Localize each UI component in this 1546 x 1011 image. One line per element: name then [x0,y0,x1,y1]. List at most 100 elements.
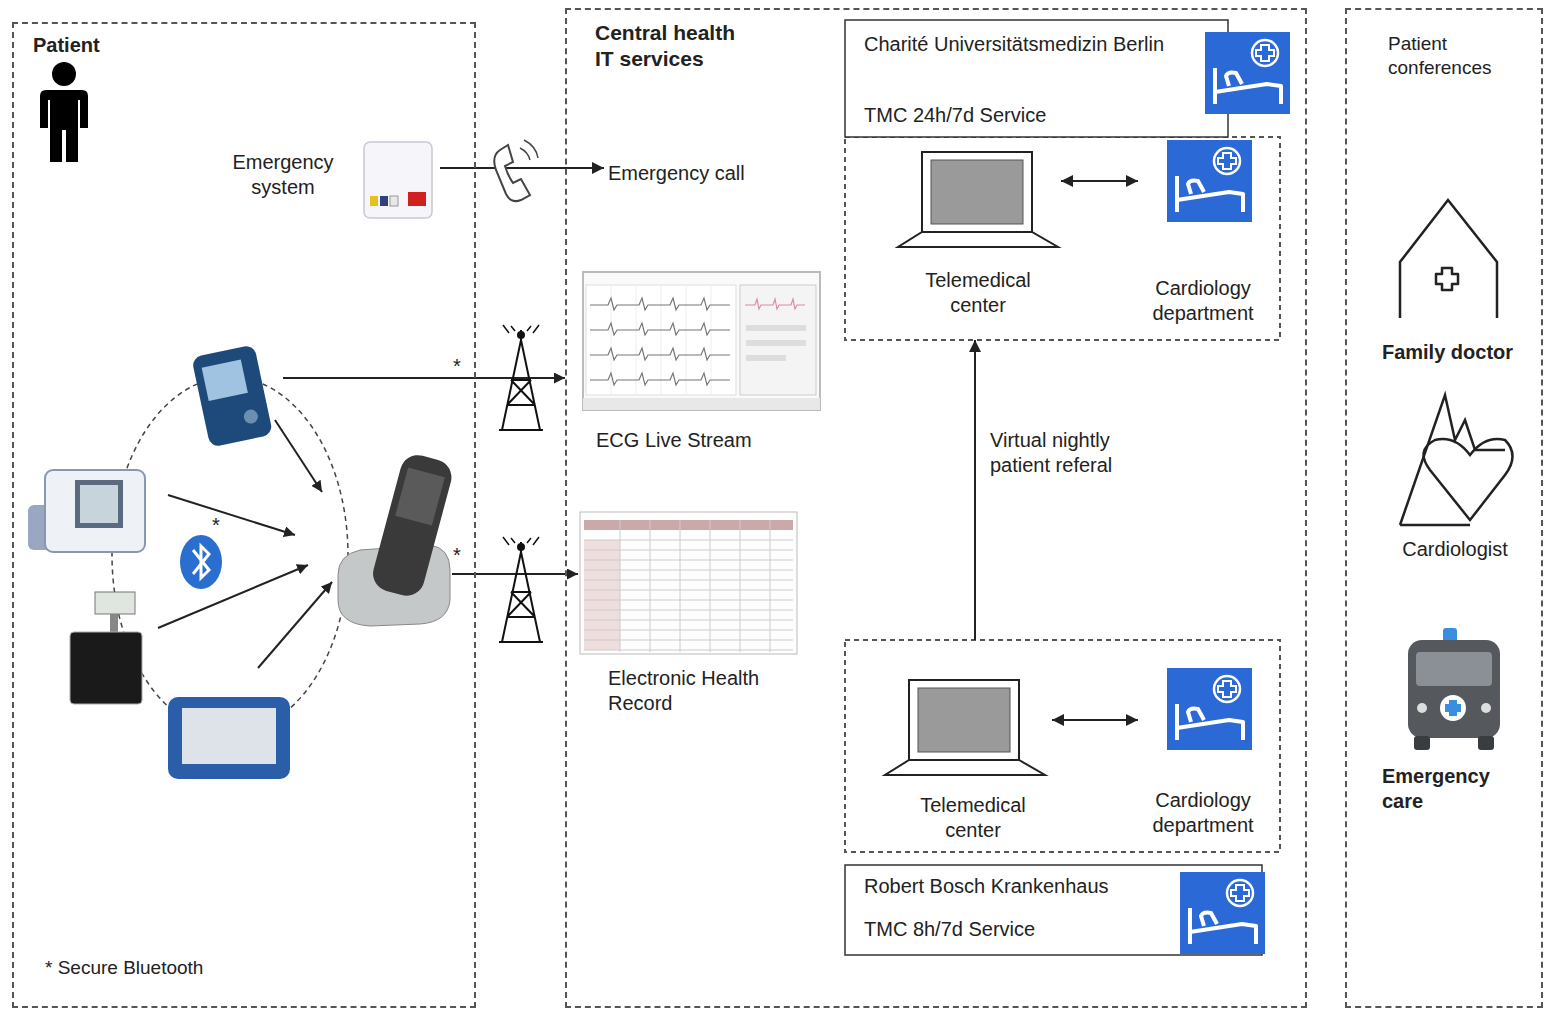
device-arrows-part [452,573,578,575]
connector-arrow [974,340,976,640]
section-panel: Family doctorCardiologistEmergency careP… [1345,8,1543,1008]
device-arrows-part [168,495,295,535]
radio-tower [499,537,543,642]
cardiology-node: Cardiology department [1138,138,1268,336]
weighing-scale-part [70,632,142,704]
node-heading: Electronic Health Record [608,666,798,716]
cardiology-node: Cardiology department [1138,664,1268,848]
node-heading: Family doctor [1365,340,1530,365]
weighing-scale-part [95,592,135,614]
house-icon-part [1400,200,1497,318]
ambulance-icon-part [1417,703,1427,713]
hospital-frame-part [1180,872,1265,954]
ecg-screen [583,272,820,410]
ecg-screen-part [745,299,805,309]
emergency-device [364,142,432,218]
node-heading: Telemedical center [913,268,1043,318]
ambulance-icon-part [1408,640,1500,738]
ambulance-icon-part [1481,703,1491,713]
node-heading: Emergency care [1382,764,1522,814]
service-node: Electronic Health Record [578,508,803,726]
patient-figure-part [40,90,88,162]
ecg-screen-part [583,398,820,410]
cardiologist-icon [1400,395,1513,525]
node-subtext: * Secure Bluetooth [45,956,275,980]
node-subtext: TMC 24h/7d Service [864,103,1164,128]
weighing-scale [70,592,142,704]
phone-symbol-part [494,145,530,201]
hospital-frame [845,640,1280,955]
ecg-recorder-part [202,359,248,401]
node-heading: Cardiology department [1141,788,1265,838]
blood-pressure-monitor [28,470,145,552]
telemedical-node: Telemedical center [880,676,1052,848]
patient-figure [40,62,88,162]
actor-node: Cardiologist [1380,392,1533,570]
ambulance-icon-part [1443,628,1457,642]
hospital-frame-part [1205,32,1290,114]
radio-tower [499,325,543,430]
ecg-recorder-part [191,344,273,447]
emergency-device-part [390,196,398,206]
emergency-device-part [408,192,426,206]
footnote-mark: * [453,545,461,565]
hospital-frame-part [1167,668,1252,750]
device-arrows-part [258,582,332,668]
hospital-group: Telemedical centerCardiology departmentR… [845,640,1282,956]
cardiologist-icon-part [1400,395,1505,525]
health-record-table-part [584,520,793,530]
ecg-screen-part-part [590,298,730,310]
health-record-table [580,512,797,654]
ecg-screen-part [746,355,786,361]
phone-cradle-part-part [395,467,445,525]
ecg-screen-part [611,285,711,395]
hospital-group: Telemedical centerCardiology departmentC… [845,20,1292,340]
house-icon [1400,200,1497,318]
ecg-recorder-part [243,408,260,425]
patient-figure-part [52,62,76,86]
ambulance-icon-part [1416,652,1492,686]
bluetooth-symbol-part [180,535,222,589]
ecg-screen-part-part [590,323,730,335]
node-heading: Cardiology department [1141,276,1265,326]
connector-arrow [1052,719,1138,721]
ecg-screen-part [740,285,816,395]
tablet-device-part [168,697,290,779]
node-heading: Telemedical center [903,793,1043,843]
weighing-scale-part [110,614,118,632]
device-arrows-part [158,565,308,628]
hospital-frame-part [885,680,1045,775]
ecg-screen-part [746,340,806,346]
device-arrows [158,378,578,668]
node-heading: Emergency system [218,150,348,200]
hospital-frame-part [845,137,1280,340]
ecg-screen-part [746,325,806,331]
emergency-device-part [370,196,378,206]
footnote-mark: * [453,356,461,376]
hospital-frame-part [845,640,1280,852]
hospital-frame [845,20,1290,340]
ambulance-icon [1408,628,1500,750]
hospital-frame-part [1167,140,1252,222]
node-heading: Central health IT services [595,20,747,73]
device-arrows-part [283,377,565,379]
actor-node: Emergency care [1375,624,1525,826]
health-record-table-part [584,540,620,650]
bluetooth-symbol-part [193,546,209,578]
ecg-screen-part-part [590,373,730,385]
phone-symbol [494,140,538,201]
node-heading: Emergency call [608,161,784,186]
ecg-screen-part [583,272,820,410]
phone-symbol-part [520,140,538,160]
tablet-device-part [182,708,276,764]
node-heading: ECG Live Stream [596,428,816,453]
health-record-table-part [584,520,793,652]
device-node: Emergency system [218,138,440,224]
section-panel: Emergency callECG Live StreamElectronic … [565,8,1307,1008]
connector-arrow [1061,180,1138,182]
